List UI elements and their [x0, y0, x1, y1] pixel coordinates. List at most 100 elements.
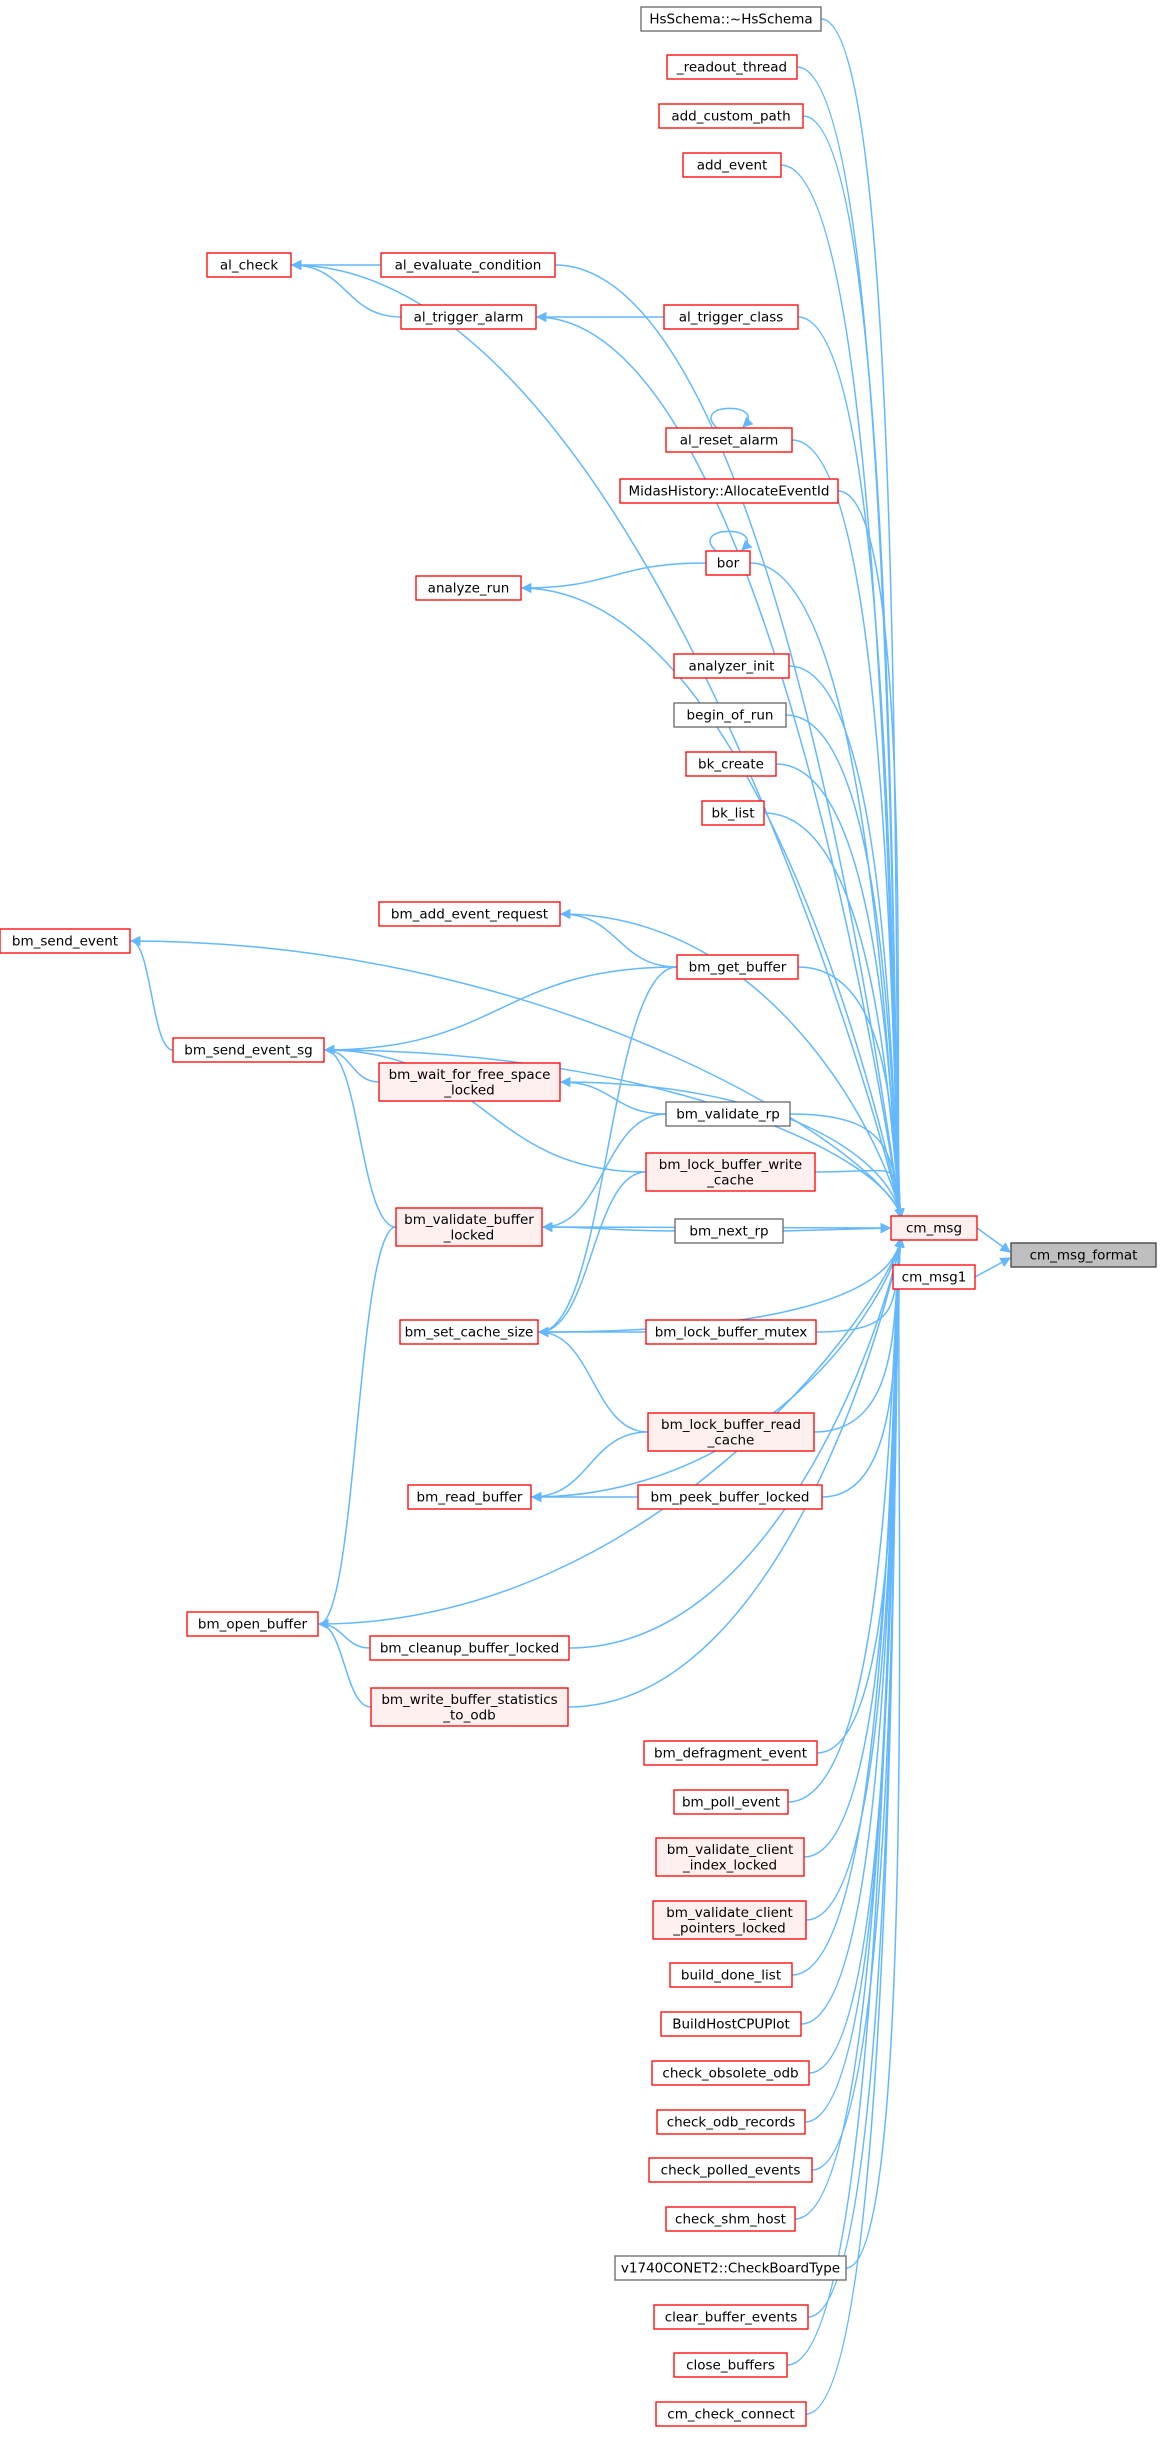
edge-check-board-type-to-cm-msg — [845, 1236, 905, 2269]
node-label: bm_send_event — [12, 934, 118, 950]
node-box — [682, 152, 782, 178]
node-bm-defragment-event[interactable]: bm_defragment_event — [643, 1740, 818, 1766]
node-cm-check-connect[interactable]: cm_check_connect — [655, 2401, 807, 2427]
node-label: cm_msg_format — [1030, 1248, 1138, 1264]
node-bm-validate-client-index[interactable]: bm_validate_client_index_locked — [655, 1837, 805, 1877]
node-bm-write-buffer-statistics[interactable]: bm_write_buffer_statistics_to_odb — [370, 1687, 569, 1727]
node-box — [648, 2157, 813, 2183]
node-al-check[interactable]: al_check — [206, 252, 292, 278]
node-bm-wait-for-free-space-locked[interactable]: bm_wait_for_free_space_locked — [378, 1062, 561, 1102]
node-bm-validate-buffer-locked[interactable]: bm_validate_buffer_locked — [395, 1207, 543, 1247]
node-label: al_check — [220, 258, 278, 274]
node-check-obsolete-odb[interactable]: check_obsolete_odb — [651, 2060, 810, 2086]
edge-bm-write-buffer-statistics-to-cm-msg — [567, 1236, 905, 1708]
edge-bm-validate-buffer-locked-to-bm-open-buffer — [317, 1226, 397, 1630]
node-box — [673, 702, 787, 728]
node-check-odb-records[interactable]: check_odb_records — [656, 2109, 806, 2135]
edge-bm-get-buffer-to-cm-msg — [797, 966, 905, 1220]
node-build-host-cpu-plot[interactable]: BuildHostCPUPlot — [660, 2011, 802, 2037]
edge-bm-next-rp-to-bm-validate-buffer-locked — [541, 1221, 676, 1233]
node-check-board-type[interactable]: v1740CONET2::CheckBoardType — [614, 2255, 847, 2281]
node-bm-lock-buffer-read-cache[interactable]: bm_lock_buffer_read_cache — [647, 1412, 815, 1452]
node-bk-create[interactable]: bk_create — [685, 751, 777, 777]
node-label: al_evaluate_condition — [395, 258, 542, 274]
node-box — [665, 1101, 791, 1127]
node-box — [676, 954, 799, 980]
node-label: bm_validate_rp — [676, 1107, 780, 1123]
node-bm-get-buffer[interactable]: bm_get_buffer — [676, 954, 799, 980]
node-box — [673, 2352, 788, 2378]
node-label: _to_odb — [442, 1707, 495, 1723]
node-box — [655, 2401, 807, 2427]
node-al-trigger-alarm[interactable]: al_trigger_alarm — [400, 304, 537, 330]
node-bm-lock-buffer-write-cache[interactable]: bm_lock_buffer_write_cache — [645, 1152, 816, 1192]
edge-bm-read-buffer-to-cm-msg — [530, 1236, 905, 1498]
node-bm-peek-buffer-locked[interactable]: bm_peek_buffer_locked — [637, 1484, 823, 1510]
edge-al-trigger-alarm-to-al-check — [290, 259, 402, 318]
node-bor[interactable]: bor — [705, 550, 751, 576]
node-label: BuildHostCPUPlot — [672, 2017, 790, 2033]
node-al-evaluate-condition[interactable]: al_evaluate_condition — [380, 252, 556, 278]
node-box — [645, 1152, 816, 1192]
edge-check-polled-events-to-cm-msg — [811, 1236, 905, 2171]
node-allocate-event-id[interactable]: MidasHistory::AllocateEventId — [619, 478, 839, 504]
node-box — [663, 304, 799, 330]
node-box — [647, 1412, 815, 1452]
node-al-trigger-class[interactable]: al_trigger_class — [663, 304, 799, 330]
node-box — [673, 1789, 789, 1815]
node-box — [172, 1037, 325, 1063]
node-al-reset-alarm[interactable]: al_reset_alarm — [665, 427, 793, 453]
node-close-buffers[interactable]: close_buffers — [673, 2352, 788, 2378]
node-bm-lock-buffer-mutex[interactable]: bm_lock_buffer_mutex — [645, 1319, 817, 1345]
node-cm-msg-format[interactable]: cm_msg_format — [1010, 1242, 1157, 1268]
node-bm-validate-rp[interactable]: bm_validate_rp — [665, 1101, 791, 1127]
node-bm-read-buffer[interactable]: bm_read_buffer — [407, 1484, 532, 1510]
node-readout-thread[interactable]: _readout_thread — [666, 54, 798, 80]
node-label: cm_msg — [906, 1221, 962, 1237]
node-bm-add-event-request[interactable]: bm_add_event_request — [378, 901, 561, 927]
edge-bor-to-bor — [709, 530, 753, 552]
node-clear-buffer-events[interactable]: clear_buffer_events — [653, 2304, 809, 2330]
node-begin-of-run[interactable]: begin_of_run — [673, 702, 787, 728]
edge-bm-lock-buffer-read-cache-to-bm-read-buffer — [530, 1431, 649, 1503]
node-cm-msg[interactable]: cm_msg — [890, 1215, 978, 1241]
node-box — [660, 2011, 802, 2037]
edge-bm-lock-buffer-write-cache-to-cm-msg — [814, 1169, 905, 1220]
node-label: analyze_run — [428, 581, 510, 597]
edge-analyze-run-to-cm-msg — [520, 587, 905, 1220]
node-bk-list[interactable]: bk_list — [701, 800, 765, 826]
node-check-shm-host[interactable]: check_shm_host — [665, 2206, 796, 2232]
node-box — [673, 653, 790, 679]
node-bm-open-buffer[interactable]: bm_open_buffer — [186, 1611, 319, 1637]
node-box — [637, 1484, 823, 1510]
node-cm-msg1[interactable]: cm_msg1 — [892, 1264, 976, 1290]
node-add-event[interactable]: add_event — [682, 152, 782, 178]
node-check-polled-events[interactable]: check_polled_events — [648, 2157, 813, 2183]
node-bm-set-cache-size[interactable]: bm_set_cache_size — [399, 1319, 539, 1345]
node-hsschema[interactable]: HsSchema::~HsSchema — [640, 6, 822, 32]
node-bm-send-event[interactable]: bm_send_event — [0, 928, 131, 954]
node-box — [890, 1215, 978, 1241]
node-label: _index_locked — [682, 1857, 777, 1873]
node-box — [652, 1900, 807, 1940]
node-bm-cleanup-buffer-locked[interactable]: bm_cleanup_buffer_locked — [369, 1635, 570, 1661]
node-add-custom-path[interactable]: add_custom_path — [658, 103, 804, 129]
node-box — [614, 2255, 847, 2281]
node-analyze-run[interactable]: analyze_run — [415, 575, 522, 601]
node-box — [656, 2109, 806, 2135]
edge-bm-add-event-request-to-cm-msg — [559, 913, 905, 1220]
node-bm-send-event-sg[interactable]: bm_send_event_sg — [172, 1037, 325, 1063]
node-label: clear_buffer_events — [665, 2310, 798, 2326]
edge-bm-open-buffer-to-cm-msg — [317, 1236, 905, 1625]
edge-bm-lock-buffer-read-cache-to-cm-msg — [813, 1236, 905, 1433]
node-bm-validate-client-pointers[interactable]: bm_validate_client_pointers_locked — [652, 1900, 807, 1940]
node-box — [378, 1062, 561, 1102]
node-build-done-list[interactable]: build_done_list — [669, 1962, 793, 1988]
node-box — [186, 1611, 319, 1637]
edge-al-reset-alarm-to-cm-msg — [791, 439, 905, 1220]
node-label: _cache — [707, 1432, 755, 1448]
node-analyzer-init[interactable]: analyzer_init — [673, 653, 790, 679]
node-bm-poll-event[interactable]: bm_poll_event — [673, 1789, 789, 1815]
node-box — [619, 478, 839, 504]
node-bm-next-rp[interactable]: bm_next_rp — [674, 1218, 784, 1244]
